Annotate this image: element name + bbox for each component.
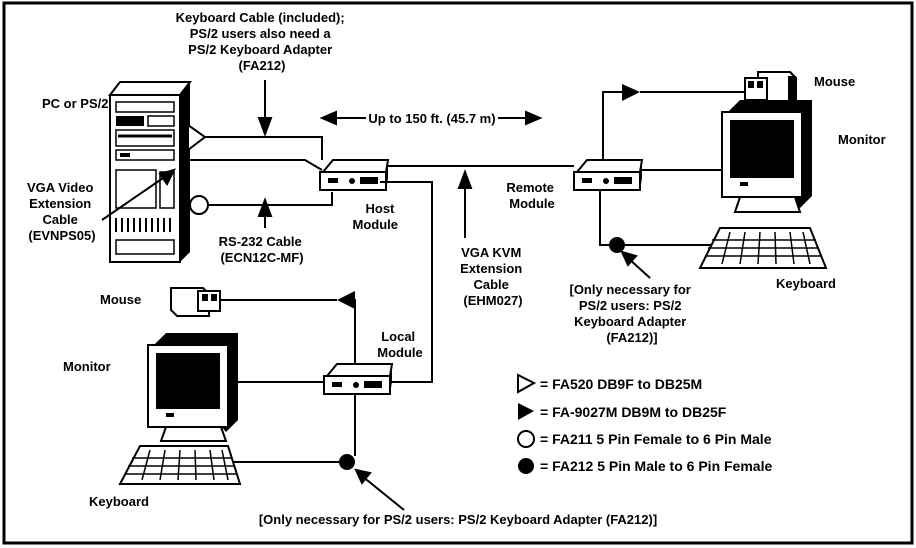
filled-triangle-icon [518,403,534,420]
pc-tower [107,81,193,263]
fa520-adapter-icon [187,123,207,153]
keyboard-cable [180,159,323,171]
remote-monitor-icon [721,100,812,213]
remote-mouse-label: Mouse [814,74,855,89]
legend-item: = FA-9027M DB9M to DB25F [518,403,727,420]
remote-mouse-icon [744,71,797,103]
vga-kvm-cable-label: VGA KVM Extension Cable (EHM027) [460,245,526,308]
remote-module-label: Remote Module [506,180,557,211]
local-mouse-icon [170,287,221,317]
open-triangle-icon [517,373,537,394]
legend-item: = FA211 5 Pin Female to 6 Pin Male [517,430,772,448]
svg-text:= FA-9027M DB9M to DB25F: = FA-9027M DB9M to DB25F [540,404,727,420]
fa212-adapter-local-icon [339,454,355,470]
local-keyboard-label: Keyboard [89,494,149,509]
legend-item: = FA520 DB9F to DB25M [517,373,702,394]
remote-module [573,159,644,191]
legend: = FA520 DB9F to DB25M = FA-9027M DB9M to… [517,373,772,474]
local-keyboard-icon [118,445,242,485]
fa9027m-adapter-local-icon [337,291,355,309]
remote-ps2-note-label: [Only necessary for PS/2 users: PS/2 Key… [569,282,694,345]
remote-keyboard-label: Keyboard [776,276,836,291]
filled-circle-icon [518,458,534,474]
local-module [323,363,394,395]
local-monitor-icon [147,333,238,442]
svg-text:= FA520 DB9F to DB25M: = FA520 DB9F to DB25M [540,376,702,392]
fa211-adapter-icon [189,195,209,215]
local-ps2-note-label: [Only necessary for PS/2 users: PS/2 Key… [259,512,657,527]
host-module-label: Host Module [353,201,399,232]
local-monitor-label: Monitor [63,359,111,374]
vga-video-cable-label: VGA Video Extension Cable (EVNPS05) [27,180,97,243]
local-module-label: Local Module [377,329,423,360]
svg-text:= FA211 5 Pin Female to 6 Pin: = FA211 5 Pin Female to 6 Pin Male [540,431,772,447]
open-circle-icon [517,430,535,448]
pointer-arrows [101,80,651,511]
fa9027m-adapter-icon [622,84,640,101]
remote-keyboard-cable [599,190,610,246]
keyboard-cable-label: Keyboard Cable (included); PS/2 users al… [176,10,349,73]
remote-mouse-cable [602,91,622,160]
legend-item: = FA212 5 Pin Male to 6 Pin Female [518,458,772,474]
remote-keyboard-icon [698,227,828,269]
rs232-cable-label: RS-232 Cable (ECN12C-MF) [219,234,306,265]
video-cable [205,136,323,160]
extension-cable-local [380,181,433,383]
svg-text:= FA212 5 Pin Male to 6 Pin F: = FA212 5 Pin Male to 6 Pin Female [540,458,772,474]
distance-label: Up to 150 ft. (45.7 m) [368,111,495,126]
fa212-adapter-icon [609,237,625,253]
pc-label: PC or PS/2 [42,96,108,111]
host-module [319,159,390,191]
local-mouse-label: Mouse [100,292,141,307]
remote-monitor-label: Monitor [838,132,886,147]
rs232-cable [208,192,333,206]
